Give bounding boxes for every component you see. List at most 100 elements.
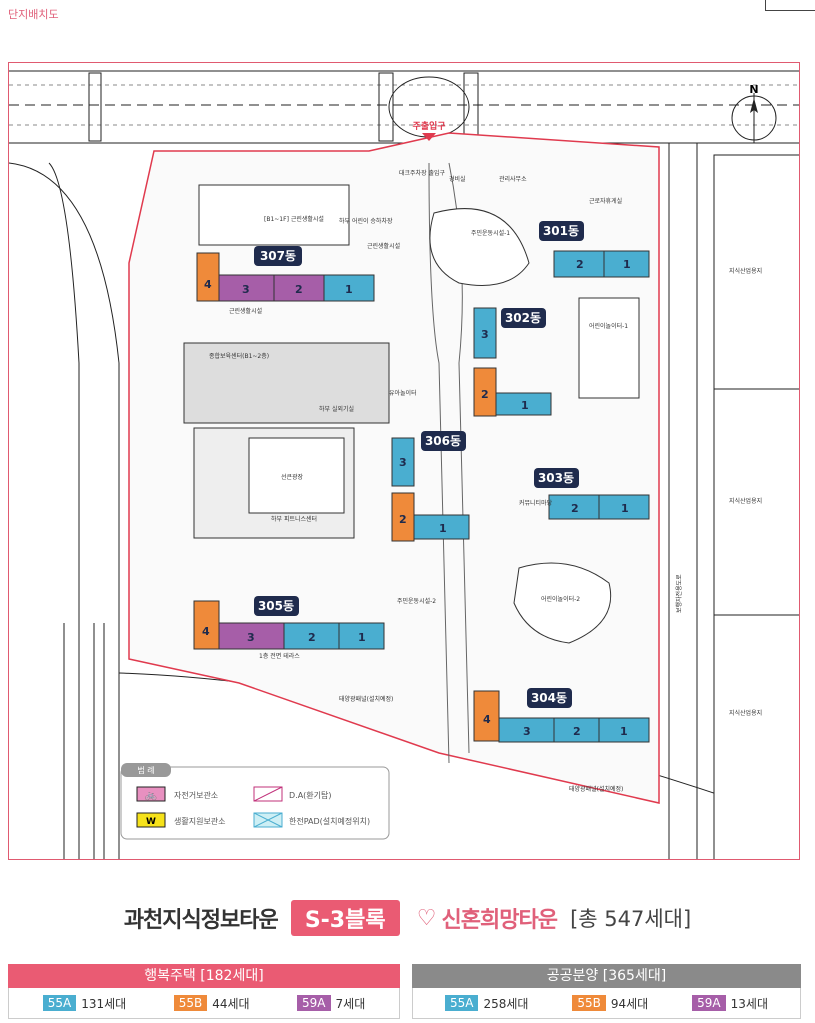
title-row: 과천지식정보타운 S-3블록 ♡ 신혼희망타운 [총 547세대] xyxy=(0,900,815,940)
unit-count: 7세대 xyxy=(335,996,366,1011)
legend-support: 생활지원보관소 xyxy=(174,816,226,826)
legend-title: 범 례 xyxy=(137,765,154,775)
unit-306-2: 2 xyxy=(399,513,407,526)
label-gym-1: 주민운동시설-1 xyxy=(471,229,510,237)
sale-item: 55A 258세대 xyxy=(444,995,529,1012)
unit-302-3: 3 xyxy=(481,328,489,341)
rental-head: 행복주택 [182세대] xyxy=(8,964,400,988)
left-road xyxy=(9,162,120,859)
dong-label-305: 305동 xyxy=(258,599,294,613)
unit-count: 44세대 xyxy=(212,996,250,1011)
label-solar-2: 태양광패널(설치예정) xyxy=(339,695,393,703)
label-dropoff: 하부 어린이 승하차장 xyxy=(339,217,393,225)
label-management: 관리사무소 xyxy=(499,175,527,183)
unit-count: 13세대 xyxy=(730,996,768,1011)
legend-vent: D.A(환기탑) xyxy=(289,790,332,800)
unit-305-2: 2 xyxy=(308,631,316,644)
unit-304-4: 4 xyxy=(483,713,491,726)
north-arrow: N xyxy=(731,83,777,143)
unit-306-1: 1 xyxy=(439,522,447,535)
label-gym-2: 주민운동시설-2 xyxy=(397,597,436,605)
unit-count: 258세대 xyxy=(483,996,529,1011)
label-guardhouse: 경비실 xyxy=(449,175,466,183)
legend-pad: 한전PAD(설치예정위치) xyxy=(289,816,370,826)
unit-304-2: 2 xyxy=(573,725,581,738)
type-tag: 55A xyxy=(42,995,77,1011)
play-area-2 xyxy=(513,562,612,644)
unit-304-1: 1 xyxy=(620,725,628,738)
label-industrial-2: 지식산업용지 xyxy=(729,497,762,505)
svg-text:N: N xyxy=(749,83,758,96)
label-toddler-play: 유아놀이터 xyxy=(389,389,417,397)
corner-frame xyxy=(765,0,815,11)
site-plan-svg: 307동 301동 302동 306동 303동 305동 304동 4 3 2… xyxy=(9,63,799,859)
label-worker-lounge: 근로자휴게실 xyxy=(589,197,622,205)
legend: 범 례 🚲 자전거보관소 W 생활지원보관소 D.A(환기탑) 한전PAD(설치… xyxy=(120,763,390,840)
title-total: [총 547세대] xyxy=(570,907,692,931)
type-tag: 59A xyxy=(297,995,331,1011)
label-community: 커뮤니티마당 xyxy=(519,499,553,507)
label-daycare: 종합보육센터(B1~2층) xyxy=(209,352,269,360)
building-304 xyxy=(473,688,650,743)
dong-label-302: 302동 xyxy=(505,311,541,325)
top-road xyxy=(9,63,799,143)
entrance-marker xyxy=(422,133,436,141)
label-industrial-1: 지식산업용지 xyxy=(729,267,762,275)
building-302 xyxy=(473,307,552,417)
label-fitness: 하부 피트니스센터 xyxy=(271,515,317,523)
unit-count: 94세대 xyxy=(610,996,649,1011)
site-plan-map: 307동 301동 302동 306동 303동 305동 304동 4 3 2… xyxy=(8,62,800,860)
rental-item: 55B 44세대 xyxy=(173,995,250,1012)
facility-labels: [B1~1F] 근린생활시설 근린생활시설 하부 어린이 승하차장 대크주차장 … xyxy=(209,169,762,793)
unit-307-4: 4 xyxy=(204,278,212,291)
unit-305-1: 1 xyxy=(358,631,366,644)
unit-301-1: 1 xyxy=(623,258,631,271)
type-tag: 55A xyxy=(444,995,479,1011)
building-303 xyxy=(534,468,650,520)
label-pedestrian-road: 보행자전용도로 xyxy=(675,574,683,613)
building-305 xyxy=(193,596,385,650)
building-307 xyxy=(196,246,375,302)
type-tag: 55B xyxy=(572,995,606,1011)
label-sunken-plaza: 선큰광장 xyxy=(281,473,304,481)
dong-label-304: 304동 xyxy=(531,691,567,705)
label-parking-gate: 대크주차장 출입구 xyxy=(399,169,446,177)
sale-item: 55B 94세대 xyxy=(572,995,648,1012)
label-playground-1: 어린이놀이터-1 xyxy=(589,322,628,330)
entrance-label: 주출입구 xyxy=(412,120,445,132)
unit-307-2: 2 xyxy=(295,283,303,296)
unit-303-1: 1 xyxy=(621,502,629,515)
label-retail-2: 근린생활시설 xyxy=(367,242,400,250)
unit-306-3: 3 xyxy=(399,456,407,469)
unit-305-4: 4 xyxy=(202,625,210,638)
heart-house-icon: ♡ xyxy=(416,905,437,931)
rental-item: 59A 7세대 xyxy=(297,995,365,1012)
type-tag: 55B xyxy=(173,995,208,1011)
unit-307-1: 1 xyxy=(345,283,353,296)
title-brand: 신혼희망타운 xyxy=(441,908,558,933)
bike-icon xyxy=(136,786,166,802)
label-outdoor-unit: 하부 실외기실 xyxy=(319,405,354,413)
building-306 xyxy=(391,431,470,542)
unit-302-2: 2 xyxy=(481,388,489,401)
unit-302-1: 1 xyxy=(521,399,529,412)
type-tag: 59A xyxy=(692,995,726,1011)
dong-label-301: 301동 xyxy=(543,224,579,238)
label-solar: 태양광패널(설치예정) xyxy=(569,785,623,793)
unit-307-3: 3 xyxy=(242,283,250,296)
unit-numbers: 4 3 2 1 2 1 3 2 1 3 2 1 2 1 4 3 2 1 4 3 … xyxy=(202,258,631,738)
unit-301-2: 2 xyxy=(576,258,584,271)
label-industrial-3: 지식산업용지 xyxy=(729,709,762,717)
legend-w-mark: W xyxy=(146,817,156,827)
right-parcels xyxy=(713,154,799,859)
bike-glyph: 🚲 xyxy=(145,790,157,801)
label-playground-2: 어린이놀이터-2 xyxy=(541,595,580,603)
w-mark-icon xyxy=(136,812,166,828)
title-main: 과천지식정보타운 xyxy=(123,908,279,933)
daycare-block xyxy=(183,342,390,424)
unit-305-3: 3 xyxy=(247,631,255,644)
play-area-1 xyxy=(429,208,530,286)
